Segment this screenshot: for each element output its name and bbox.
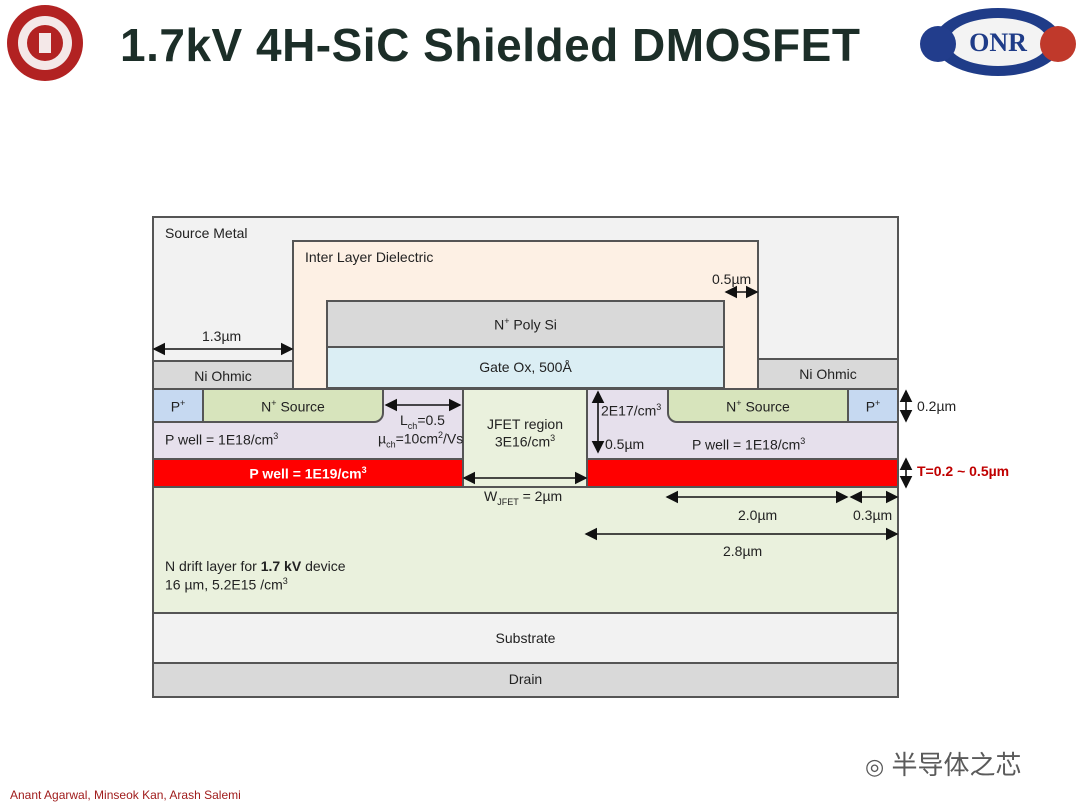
jfet-doping-label: 3E16/cm3 — [494, 433, 556, 450]
p-well-shield-label: P well = 1E19/cm3 — [249, 465, 367, 482]
dim-0-5um-ild: 0.5µm — [712, 271, 752, 287]
ild-label: Inter Layer Dielectric — [305, 249, 434, 265]
poly-si-gate — [326, 300, 725, 348]
poly-si-label: N+ Poly Si — [494, 316, 557, 333]
drift-label-line1: N drift layer for 1.7 kV device — [165, 558, 346, 574]
drift-label-line2: 16 µm, 5.2E15 /cm3 — [165, 576, 288, 593]
watermark-text: 半导体之芯 — [891, 750, 1022, 780]
page-title: 1.7kV 4H-SiC Shielded DMOSFET — [120, 19, 861, 71]
gate-oxide — [326, 346, 725, 389]
gate-ox-label: Gate Ox, 500Å — [479, 359, 572, 375]
dim-0-2um: 0.2µm — [917, 398, 957, 414]
p-well-left-label: P well = 1E18/cm3 — [165, 431, 279, 448]
dim-mobility: µch=10cm2/Vs — [378, 430, 464, 450]
dim-wjfet: WJFET = 2µm — [484, 488, 563, 507]
n-source-left-label: N+ Source — [261, 398, 325, 415]
p-plus-left-label: P+ — [170, 398, 186, 415]
p-well-right-label: P well = 1E18/cm3 — [692, 436, 806, 453]
ni-ohmic-left-label: Ni Ohmic — [194, 368, 252, 384]
dim-2-8um: 2.8µm — [723, 543, 763, 559]
dim-t-shield: T=0.2 ~ 0.5µm — [917, 463, 1010, 479]
n-drift-layer — [152, 486, 899, 614]
dim-2e17: 2E17/cm3 — [601, 402, 662, 419]
jfet-region — [462, 388, 588, 488]
onr-logo: ONR — [920, 8, 1076, 76]
ni-ohmic-right-label: Ni Ohmic — [799, 366, 857, 382]
substrate-label: Substrate — [495, 630, 556, 646]
jfet-region-label: JFET region — [487, 416, 563, 432]
n-source-right — [667, 388, 849, 423]
p-plus-right-label: P+ — [865, 398, 881, 415]
watermark: ◎ 半导体之芯 — [865, 745, 1021, 782]
p-plus-right — [847, 388, 899, 423]
dim-1-3um: 1.3µm — [202, 328, 242, 344]
wechat-icon: ◎ — [865, 754, 885, 779]
drain — [152, 662, 899, 698]
dim-lch: Lch=0.5 — [400, 412, 445, 431]
substrate — [152, 612, 899, 664]
p-well-shield-right — [586, 458, 899, 488]
footer-authors: Anant Agarwal, Minseok Kan, Arash Salemi — [10, 788, 241, 802]
dim-0-5um-vert: 0.5µm — [605, 436, 645, 452]
source-metal-label: Source Metal — [165, 225, 248, 241]
dim-0-3um: 0.3µm — [853, 507, 893, 523]
dim-2-0um: 2.0µm — [738, 507, 778, 523]
ohio-state-logo — [7, 5, 83, 81]
n-source-right-label: N+ Source — [726, 398, 790, 415]
drain-label: Drain — [508, 671, 543, 687]
n-source-left — [202, 388, 384, 423]
svg-text:ONR: ONR — [969, 28, 1027, 57]
